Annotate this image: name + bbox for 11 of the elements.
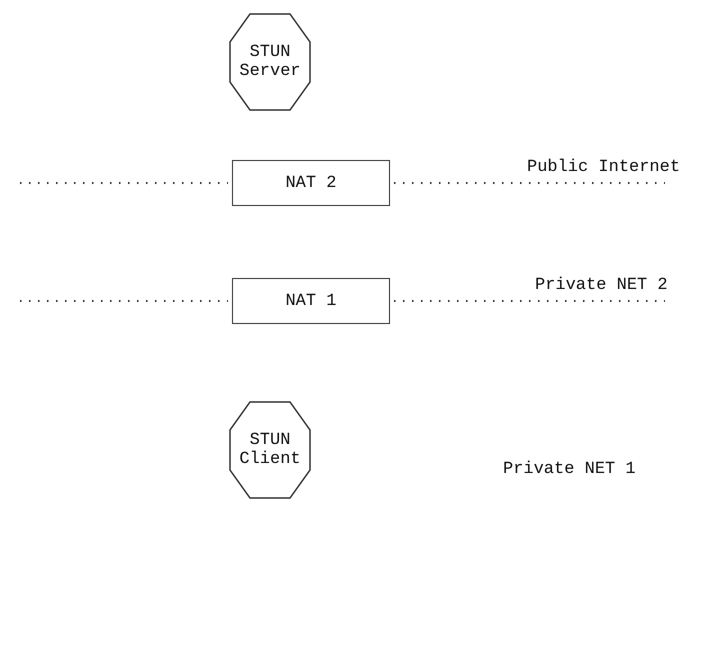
node-label: STUN Server (238, 43, 302, 81)
process-box (232, 278, 390, 324)
network-label: Private NET 2 (535, 276, 668, 295)
network-label: Public Internet (527, 158, 680, 177)
network-label: Private NET 1 (503, 460, 636, 479)
node-label: NAT 1 (285, 292, 336, 310)
hexagon-node (228, 12, 312, 112)
process-box (232, 160, 390, 206)
hexagon-node (228, 400, 312, 500)
node-label: NAT 2 (285, 174, 336, 192)
node-label: STUN Client (238, 431, 302, 469)
